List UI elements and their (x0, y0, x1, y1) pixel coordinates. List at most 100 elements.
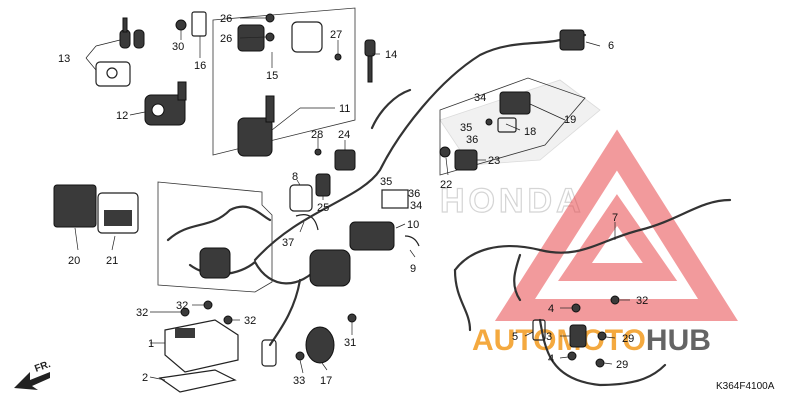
callout-32c: 32 (244, 315, 256, 327)
callout-35: 35 (380, 176, 392, 188)
callout-32: 32 (136, 307, 148, 319)
bolt-icon (175, 19, 187, 31)
callout-36: 36 (408, 188, 420, 200)
bolt-icon (595, 358, 605, 368)
screw-icon (265, 32, 275, 42)
callout-4b: 4 (548, 353, 554, 365)
handle-harness-icon (166, 205, 272, 242)
callout-34: 34 (410, 200, 422, 212)
callout-25: 25 (317, 202, 329, 214)
callout-35b: 35 (460, 122, 472, 134)
connector-icon (261, 339, 277, 367)
screw-icon (314, 148, 322, 156)
bolt-icon (223, 315, 233, 325)
battery-cover-icon (53, 184, 97, 228)
battery-box-icon (97, 192, 139, 234)
bolt-icon (347, 313, 357, 323)
grommet-icon (439, 146, 451, 158)
callout-13: 13 (58, 53, 70, 65)
connector-icon (315, 173, 331, 197)
callout-22: 22 (440, 179, 452, 191)
bolt-icon (203, 300, 213, 310)
svg-text:FR.: FR. (33, 359, 52, 375)
callout-14: 14 (385, 49, 397, 61)
callout-24: 24 (338, 129, 350, 141)
callout-34b: 34 (474, 92, 486, 104)
callout-32d: 32 (636, 295, 648, 307)
sub-harness-icon (453, 198, 732, 272)
relay-icon (497, 117, 517, 133)
callout-3: 3 (546, 331, 552, 343)
handlebar-switch-icon (349, 221, 395, 251)
callout-31: 31 (344, 337, 356, 349)
callout-26: 26 (220, 13, 232, 25)
leader-lines (74, 17, 630, 381)
horn-icon (305, 326, 335, 364)
switch-housing-icon (199, 247, 231, 279)
main-harness-icon (253, 33, 587, 262)
callout-17: 17 (320, 375, 332, 387)
lock-cylinder-icon (237, 24, 265, 52)
battery-cable-icon (538, 318, 667, 387)
callout-23: 23 (488, 155, 500, 167)
screw-icon (334, 53, 342, 61)
cap-icon (334, 149, 356, 171)
callout-29b: 29 (616, 359, 628, 371)
screw-icon (265, 13, 275, 23)
key-icon (95, 17, 145, 87)
callout-6: 6 (608, 40, 614, 52)
callout-30: 30 (172, 41, 184, 53)
bracket-icon (158, 369, 237, 393)
callout-32b: 32 (176, 300, 188, 312)
harness-branch-icon (370, 88, 412, 130)
callout-33: 33 (293, 375, 305, 387)
bracket-icon (191, 11, 207, 37)
callout-1: 1 (148, 338, 154, 350)
switch-housing-icon (309, 249, 351, 287)
callout-2: 2 (142, 372, 148, 384)
connector-icon (532, 319, 546, 341)
callout-8: 8 (292, 171, 298, 183)
callout-12: 12 (116, 110, 128, 122)
front-arrow-icon: FR. (14, 359, 52, 390)
switch-assembly-icon (237, 95, 275, 157)
diagram-code: K364F4100A (716, 381, 775, 392)
sub-harness-icon (453, 268, 472, 332)
callout-18: 18 (524, 126, 536, 138)
callout-7: 7 (612, 212, 618, 224)
callout-28: 28 (311, 129, 323, 141)
bolt-icon (295, 351, 305, 361)
bolt-icon (597, 331, 607, 341)
callout-16: 16 (194, 60, 206, 72)
relay-icon (454, 149, 478, 171)
lock-cover-icon (291, 21, 323, 53)
ignition-switch-icon (144, 81, 187, 126)
callout-11: 11 (339, 103, 350, 115)
key-icon (364, 39, 376, 83)
group-box-handle (157, 181, 273, 293)
group-box-switch (212, 7, 356, 156)
relay-icon (499, 91, 531, 115)
clip-icon (485, 118, 493, 126)
fuse-icon (571, 303, 581, 313)
callout-36b: 36 (466, 134, 478, 146)
callout-15: 15 (266, 70, 278, 82)
connector-icon (559, 29, 585, 51)
callout-19: 19 (564, 114, 576, 126)
connector-block-icon (381, 189, 409, 209)
callout-29: 29 (622, 333, 634, 345)
group-box-relays (439, 77, 586, 176)
sub-harness-icon (513, 253, 522, 302)
callout-26b: 26 (220, 33, 232, 45)
callout-5: 5 (512, 331, 518, 343)
callout-21: 21 (106, 255, 118, 267)
honda-wordmark: HONDA (440, 182, 585, 220)
callout-4: 4 (548, 303, 554, 315)
starter-relay-icon (569, 324, 587, 348)
honda-watermark: HONDA (439, 79, 601, 221)
bolt-icon (610, 295, 620, 305)
callout-37: 37 (282, 237, 294, 249)
callout-27: 27 (330, 29, 342, 41)
callout-10: 10 (407, 219, 419, 231)
